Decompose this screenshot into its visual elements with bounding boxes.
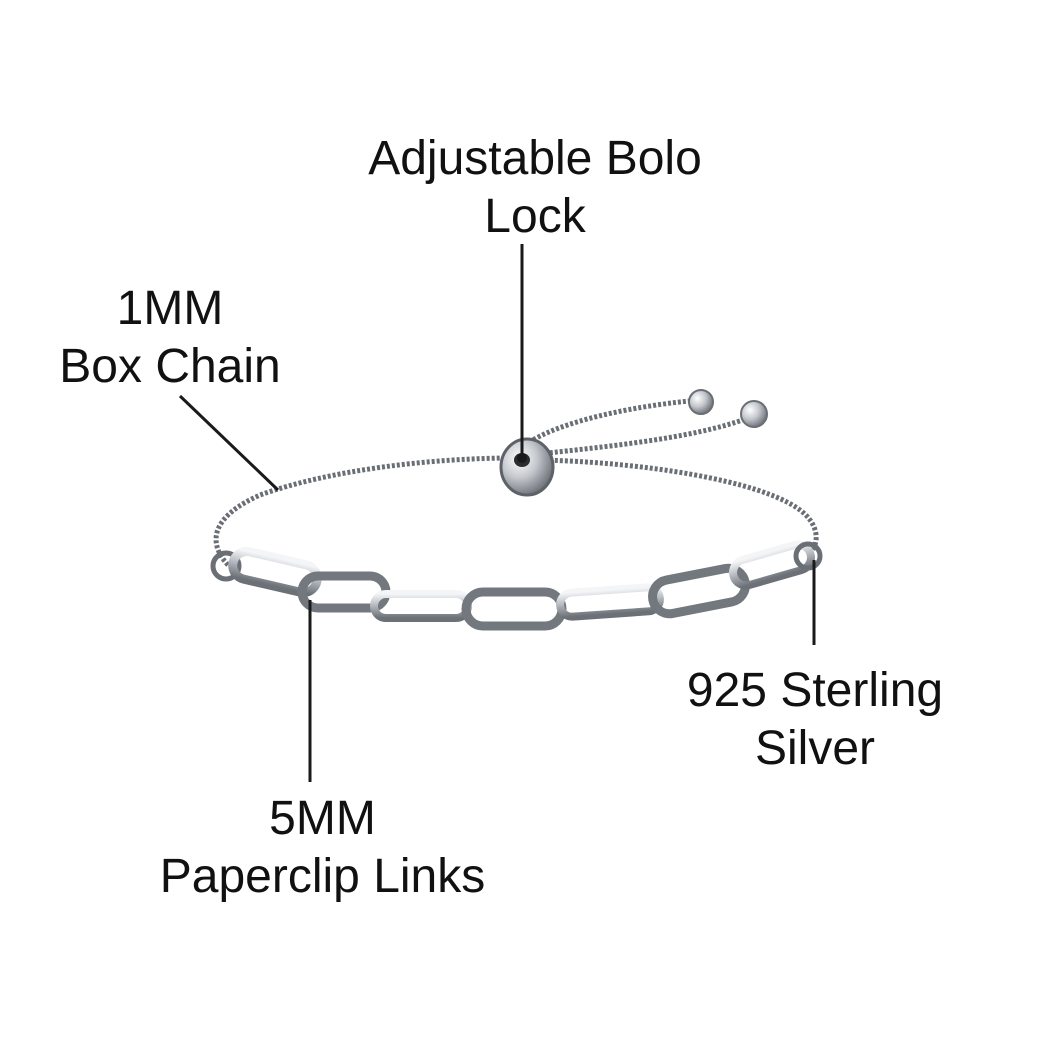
box-chain-left bbox=[213, 455, 516, 567]
paperclip-link bbox=[556, 583, 664, 621]
chain-tail-lower bbox=[529, 415, 749, 458]
callout-bolo-lock-line1: Adjustable Bolo bbox=[368, 132, 702, 185]
callout-box-chain-line1: 1MM bbox=[116, 282, 224, 335]
bolo-lock-bead bbox=[499, 437, 555, 497]
paperclip-link bbox=[461, 587, 567, 631]
box-chain-right bbox=[539, 457, 819, 557]
paperclip-links bbox=[210, 540, 823, 631]
paperclip-link bbox=[370, 590, 472, 622]
callout-paperclip-line1: 5MM bbox=[269, 792, 376, 845]
callout-bolo-lock-line2: Lock bbox=[484, 189, 586, 243]
leader-line-box-chain bbox=[178, 394, 280, 492]
callout-paperclip-line2: Paperclip Links bbox=[159, 849, 486, 903]
chain-tail-upper bbox=[523, 397, 701, 448]
end-bead-upper bbox=[688, 389, 714, 415]
callout-box-chain: 1MM Box Chain bbox=[30, 280, 310, 395]
end-bead-lower bbox=[740, 400, 768, 428]
paperclip-link bbox=[228, 546, 322, 598]
callout-sterling-line2: Silver bbox=[754, 721, 876, 775]
callout-sterling-silver: 925 Sterling Silver bbox=[660, 662, 970, 777]
callout-paperclip-links: 5MM Paperclip Links bbox=[130, 790, 515, 905]
link-jump-ring-right bbox=[793, 541, 823, 571]
callout-bolo-lock: Adjustable Bolo Lock bbox=[320, 130, 750, 245]
callout-box-chain-line2: Box Chain bbox=[59, 339, 281, 393]
leader-dot-bolo-lock bbox=[517, 453, 527, 463]
leader-lines bbox=[178, 244, 816, 782]
callout-sterling-line1: 925 Sterling bbox=[686, 664, 944, 717]
link-jump-ring-left bbox=[210, 550, 242, 582]
paperclip-link bbox=[729, 540, 815, 590]
